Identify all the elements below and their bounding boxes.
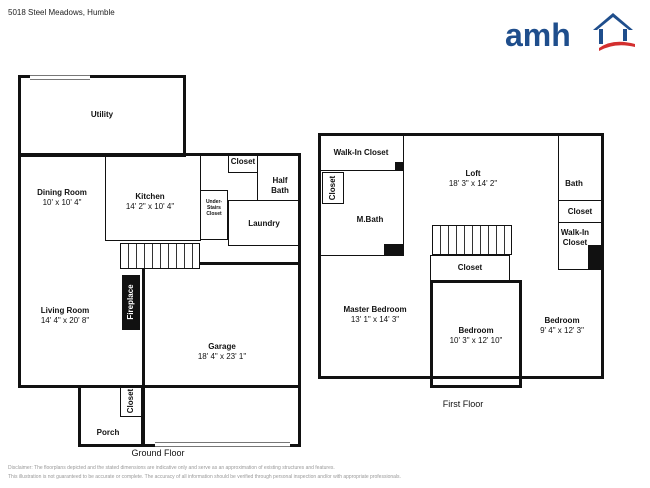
room-label: Closet [230, 157, 256, 166]
under-stairs-closet-room [200, 190, 228, 240]
garage-door [155, 442, 290, 447]
room-dims: 10' x 10' 4" [42, 198, 82, 207]
room-label: Closet [328, 175, 337, 201]
bedroom-room [430, 280, 522, 388]
room-label: M.Bath [356, 215, 384, 224]
room-label: Closet [567, 207, 593, 216]
room-label: Under-Stairs Closet [205, 199, 223, 217]
room-label: Half Bath [271, 176, 289, 195]
wall-block [384, 244, 404, 256]
first-floor-title: First Floor [442, 399, 484, 409]
room-label: Walk-In Closet [560, 228, 590, 247]
ground-floor-title: Ground Floor [131, 448, 185, 458]
window [30, 75, 90, 80]
room-dims: 14' 2" x 10' 4" [125, 202, 175, 211]
room-label: Loft [465, 169, 481, 178]
room-label: Master Bedroom [343, 305, 407, 314]
room-dims: 9' 4" x 12' 3" [540, 326, 584, 335]
porch-closet-room [120, 385, 142, 417]
room-label: Dining Room [37, 188, 87, 197]
wall-block [395, 162, 404, 171]
room-label: Living Room [40, 306, 90, 315]
room-label: Fireplace [126, 284, 135, 320]
room-label: Laundry [248, 219, 280, 228]
fireplace [122, 275, 140, 330]
bath-room [558, 133, 604, 201]
wall-block [588, 245, 604, 270]
svg-text:amh: amh [505, 17, 571, 53]
room-label: Closet [126, 388, 135, 414]
master-bath-room [318, 170, 404, 256]
room-label: Bedroom [458, 326, 494, 335]
disclaimer-line-2: This illustration is not guaranteed to b… [8, 474, 401, 480]
room-dims: 13' 1" x 14' 3" [350, 315, 400, 324]
room-label: Bedroom [544, 316, 580, 325]
mbath-closet-room [322, 172, 344, 204]
room-dims: 18' 3" x 14' 2" [448, 179, 498, 188]
room-dims: 18' 4" x 23' 1" [197, 352, 247, 361]
stairs [120, 243, 200, 269]
amh-logo: amh [505, 8, 640, 53]
room-label: Porch [96, 428, 120, 437]
room-label: Utility [90, 110, 114, 119]
room-label: Bath [565, 179, 583, 188]
room-label: Walk-In Closet [333, 148, 389, 157]
room-label: Garage [208, 342, 236, 351]
room-dims: 10' 3" x 12' 10" [449, 336, 503, 345]
stairs [432, 225, 512, 255]
room-dims: 14' 4" x 20' 8" [40, 316, 90, 325]
disclaimer-line-1: Disclaimer: The floorplans depicted and … [8, 465, 335, 471]
laundry-room [228, 200, 301, 246]
room-label: Kitchen [135, 192, 165, 201]
address: 5018 Steel Meadows, Humble [8, 8, 115, 17]
room-label: Closet [457, 263, 483, 272]
